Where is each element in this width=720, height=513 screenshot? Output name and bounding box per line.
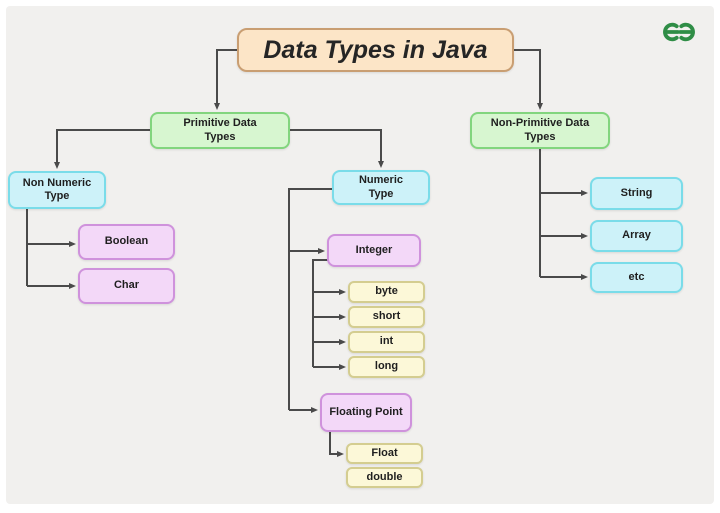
node-title: Data Types in Java [237, 28, 514, 72]
node-non-numeric-type: Non Numeric Type [8, 171, 106, 209]
node-floating-point: Floating Point [320, 393, 412, 432]
node-label: Boolean [104, 235, 149, 248]
node-label: Float [371, 446, 398, 459]
node-long: long [348, 356, 425, 378]
node-array: Array [590, 220, 683, 252]
geeksforgeeks-logo-icon [656, 17, 702, 47]
node-label: etc [628, 270, 645, 283]
trunk-integer [312, 259, 329, 367]
node-float: Float [346, 443, 423, 464]
node-label: byte [375, 285, 398, 298]
node-boolean: Boolean [78, 224, 175, 260]
node-short: short [348, 306, 425, 328]
node-label: Non-Primitive Data Types [490, 117, 590, 143]
node-primitive-data-types: Primitive Data Types [150, 112, 290, 149]
node-label: short [372, 310, 401, 323]
trunk-numeric [288, 188, 332, 410]
edge-title-primitive [214, 49, 237, 110]
edge-floating-float [329, 432, 344, 457]
node-etc: etc [590, 262, 683, 293]
edge-title-nonprimitive [514, 49, 543, 110]
node-int: int [348, 331, 425, 353]
node-string: String [590, 177, 683, 210]
node-char: Char [78, 268, 175, 304]
node-label: double [366, 470, 403, 483]
node-label: Floating Point [329, 405, 403, 418]
node-double: double [346, 467, 423, 488]
node-label: Primitive Data Types [183, 117, 257, 143]
node-integer: Integer [327, 234, 421, 267]
node-label: int [379, 335, 394, 348]
node-label: Non Numeric Type [22, 176, 92, 202]
edge-primitive-numeric [290, 129, 384, 168]
edge-primitive-nonnumeric [54, 129, 150, 169]
node-label: Numeric Type [358, 174, 404, 200]
node-label: Array [622, 229, 651, 242]
node-byte: byte [348, 281, 425, 303]
node-label: String [620, 186, 653, 199]
node-numeric-type: Numeric Type [332, 170, 430, 205]
node-label: Char [113, 279, 140, 292]
node-non-primitive-data-types: Non-Primitive Data Types [470, 112, 610, 149]
node-label: long [374, 360, 399, 373]
title-label: Data Types in Java [263, 35, 488, 64]
node-label: Integer [355, 243, 393, 256]
